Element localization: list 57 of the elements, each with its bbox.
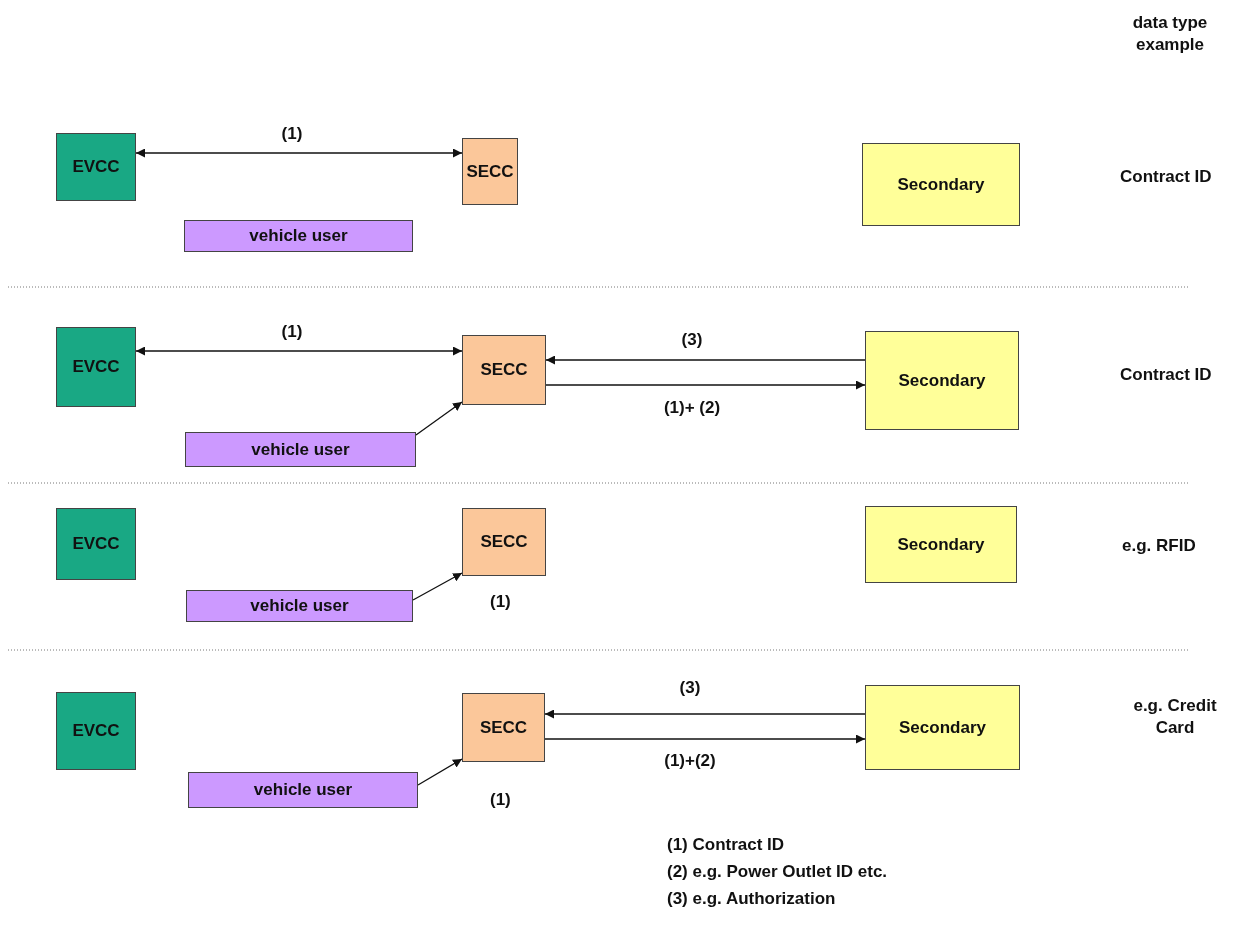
component-box [862,143,1020,226]
edge-label: (1) [281,322,303,342]
data-type-label: e.g. RFID [1122,535,1196,557]
node-label: Secondary [897,534,985,555]
edge-label: (1)+(2) [664,751,716,771]
arrow [545,355,866,365]
edge-label: (3) [679,678,701,698]
actor-box [186,590,413,622]
actor-box [185,432,416,467]
component-box [462,693,545,762]
actor-box [188,772,418,808]
arrow [545,380,866,390]
node-label: EVCC [72,721,120,741]
edge-label: (1) [281,124,303,144]
node-label: EVCC [72,357,120,377]
data-type-label: Contract ID [1120,364,1212,386]
node-label: vehicle user [249,226,348,246]
data-type-label: e.g. Credit Card [1132,695,1218,739]
arrow [135,148,463,158]
footnote: (2) e.g. Power Outlet ID etc. [667,861,888,883]
footnote: (1) Contract ID [667,834,785,856]
edge-label: (3) [681,330,703,350]
component-box [865,685,1020,770]
component-box [865,506,1017,583]
footnote: (3) e.g. Authorization [667,888,836,910]
column-heading: data type example [1131,12,1209,56]
node-label: SECC [466,161,514,182]
edge-label: (1) [490,790,511,810]
component-box [462,138,518,205]
node-label: SECC [480,532,528,552]
arrow [415,401,463,436]
component-box [462,508,546,576]
edge-label: (1)+ (2) [663,398,721,418]
node-label: EVCC [72,534,120,554]
node-label: Secondary [897,174,985,195]
arrow [135,346,463,356]
node-label: SECC [480,360,528,380]
node-label: Secondary [899,717,986,738]
edge-label: (1) [490,592,511,612]
node-label: vehicle user [253,780,353,800]
component-box [462,335,546,405]
node-label: vehicle user [251,439,350,460]
node-label: Secondary [898,370,986,391]
actor-box [184,220,413,252]
component-box [56,692,136,770]
component-box [56,508,136,580]
component-box [56,327,136,407]
component-box [56,133,136,201]
component-box [865,331,1019,430]
node-label: SECC [479,717,528,738]
arrow [544,709,866,719]
node-label: EVCC [72,157,120,177]
data-type-label: Contract ID [1120,166,1212,188]
arrow [544,734,866,744]
arrow [417,758,463,786]
arrow [412,572,463,601]
node-label: vehicle user [250,596,349,616]
